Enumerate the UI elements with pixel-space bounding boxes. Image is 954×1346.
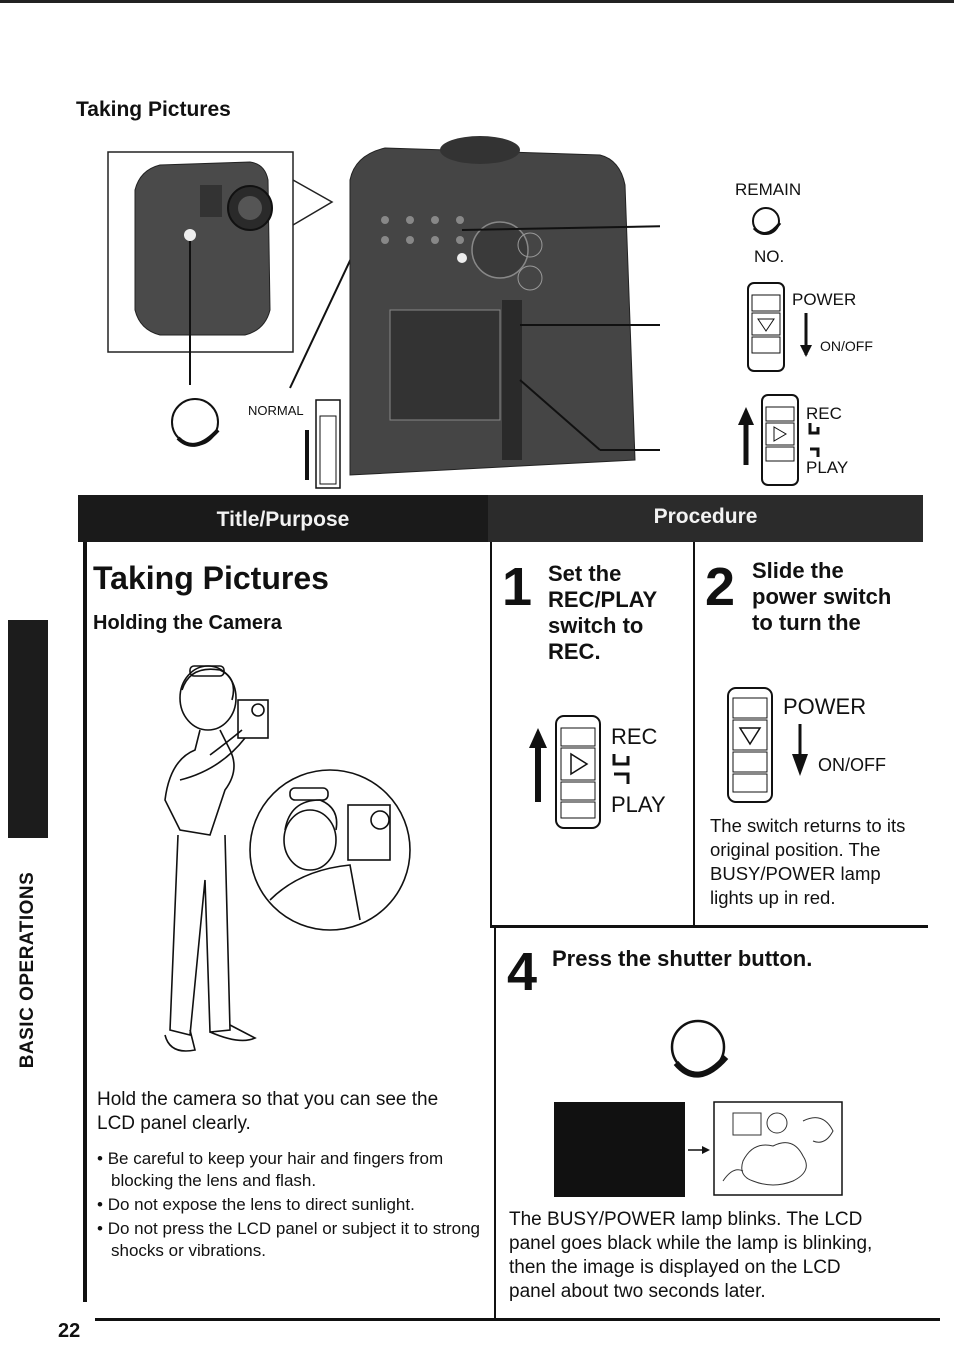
- step1-play-label: PLAY: [611, 792, 666, 817]
- step2-power-label: POWER: [783, 694, 867, 719]
- step4-note: The BUSY/POWER lamp blinks. The LCD pane…: [509, 1209, 873, 1302]
- camera-diagram: [107, 136, 660, 489]
- power-switch-icon: [727, 687, 808, 803]
- sidebar-label: BASIC OPERATIONS: [8, 850, 48, 1090]
- lcd-black-panel: [554, 1102, 685, 1197]
- power-label: POWER: [792, 290, 857, 309]
- bullet-text-1: Be careful to keep your hair and fingers…: [107, 1149, 444, 1190]
- step2-onoff-label: ON/OFF: [818, 755, 886, 775]
- play-label: PLAY: [806, 458, 849, 477]
- step2-text: Slide the power switch to turn the: [752, 558, 892, 635]
- person-illustration: [164, 665, 411, 1052]
- hold-text: Hold the camera so that you can see the …: [97, 1089, 439, 1134]
- section-title: Taking Pictures: [76, 98, 231, 121]
- sidebar-tab: [8, 620, 48, 838]
- rule-col3: [494, 927, 496, 1319]
- rule-bottom: [95, 1318, 940, 1321]
- step1-number: 1: [502, 557, 533, 617]
- shutter-button-icon: [670, 1019, 729, 1078]
- header-procedure: Procedure: [488, 495, 923, 542]
- header-title-purpose: Title/Purpose: [216, 508, 350, 531]
- bullet-text-2: Do not expose the lens to direct sunligh…: [107, 1195, 415, 1214]
- normal-label: NORMAL: [248, 403, 304, 418]
- rule-left: [83, 542, 87, 1302]
- rule-mid: [490, 925, 928, 928]
- bullet-item: • Be careful to keep your hair and finge…: [97, 1149, 444, 1190]
- arrow-right-icon: [688, 1146, 710, 1154]
- step1-text: Set the REC/PLAY switch to REC.: [548, 561, 657, 664]
- step2-number: 2: [705, 557, 736, 617]
- bullet-list: • Be careful to keep your hair and finge…: [97, 1148, 482, 1262]
- switch-diagram: [738, 207, 820, 486]
- step2-note: The switch returns to its original posit…: [710, 815, 906, 908]
- sidebar-label-text: BASIC OPERATIONS: [17, 871, 38, 1069]
- remain-label: REMAIN: [735, 180, 802, 199]
- table-title: Taking Pictures: [93, 560, 329, 596]
- table-header: Title/Purpose Procedure: [78, 495, 923, 542]
- step4-number: 4: [507, 942, 538, 1002]
- page-number: 22: [58, 1320, 81, 1342]
- rec-play-arrows-icon: [612, 754, 630, 784]
- bullet-text-3: Do not press the LCD panel or subject it…: [107, 1219, 480, 1260]
- no-label: NO.: [754, 247, 785, 266]
- bullet-item: • Do not expose the lens to direct sunli…: [97, 1195, 415, 1214]
- rule-col1: [490, 542, 492, 927]
- table-subtitle: Holding the Camera: [93, 612, 282, 634]
- lcd-image-icon: [713, 1101, 843, 1196]
- onoff-label: ON/OFF: [820, 338, 873, 354]
- rec-play-switch-icon: [529, 715, 601, 829]
- rec-label: REC: [806, 404, 842, 423]
- step4-text: Press the shutter button.: [552, 946, 813, 971]
- step1-rec-label: REC: [611, 724, 658, 749]
- bullet-item: • Do not press the LCD panel or subject …: [97, 1219, 480, 1260]
- top-rule: [0, 0, 954, 3]
- rule-col2: [693, 542, 695, 927]
